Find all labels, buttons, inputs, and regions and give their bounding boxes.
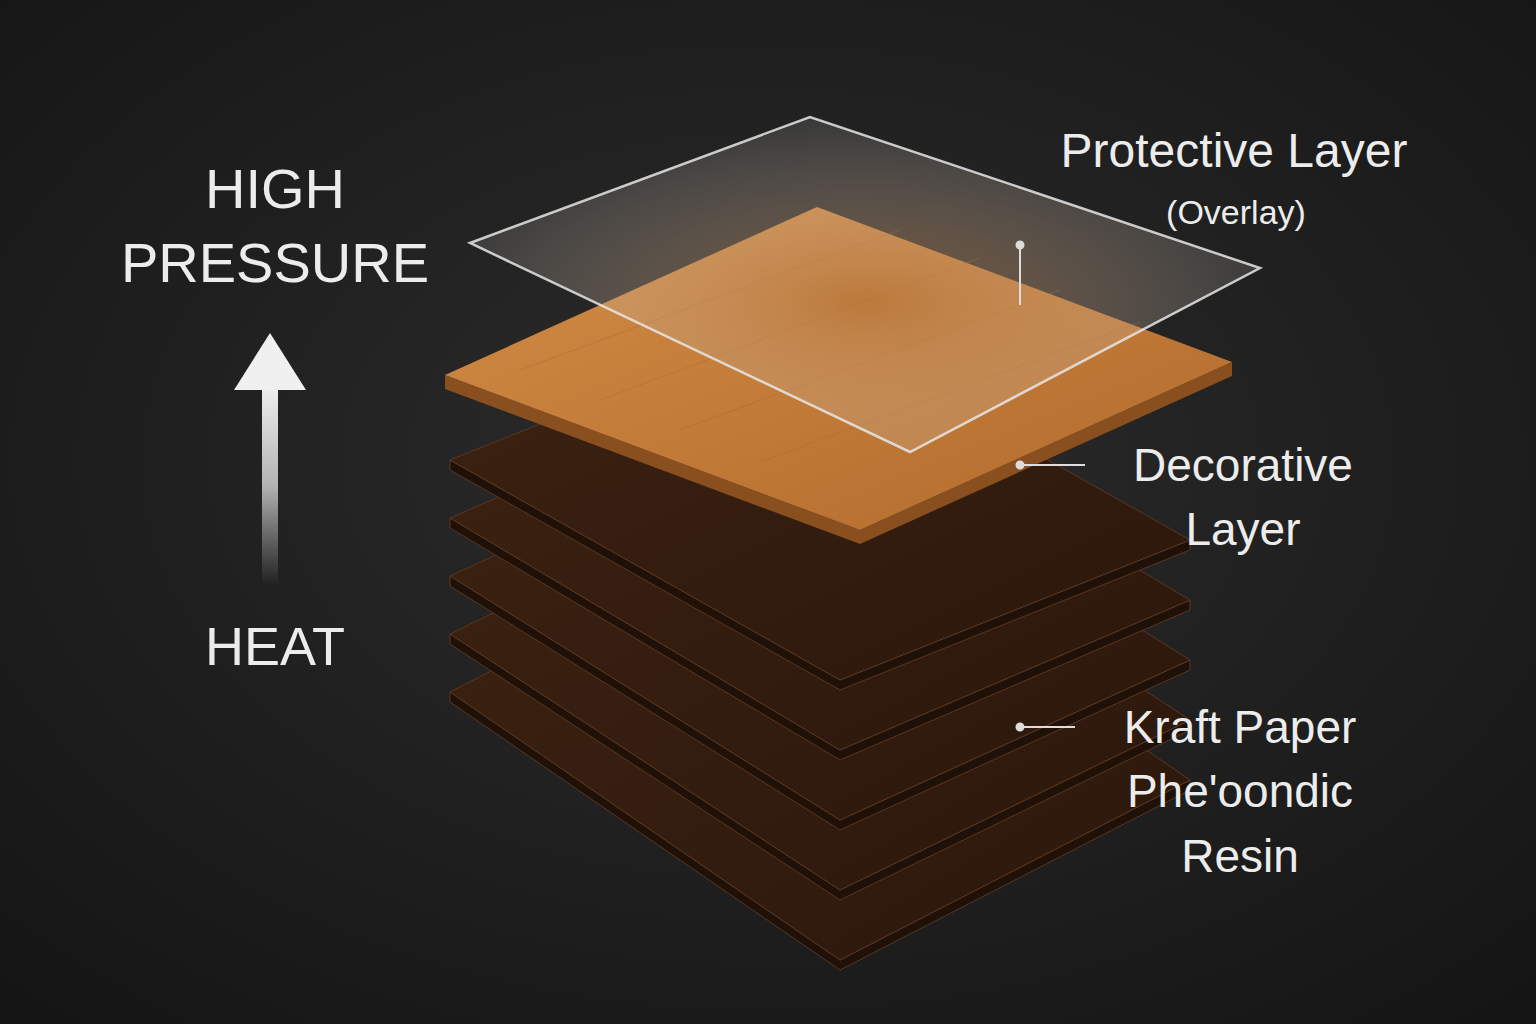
layer-name: Kraft Paper Phe'oondic Resin xyxy=(1080,695,1400,888)
layer-name: Protective Layer xyxy=(1061,122,1408,180)
arrow-shaft xyxy=(262,385,278,585)
leader-line xyxy=(1019,245,1021,305)
arrow-head xyxy=(234,333,306,390)
layer-name: Decorative Layer xyxy=(1093,433,1393,562)
leader-line xyxy=(1020,464,1085,466)
leader-lines xyxy=(1017,242,1086,731)
heat-label: HEAT xyxy=(205,614,345,679)
layer-subtitle: (Overlay) xyxy=(1166,192,1306,233)
pressure-label: HIGH PRESSURE xyxy=(85,152,465,300)
leader-line xyxy=(1020,726,1075,728)
